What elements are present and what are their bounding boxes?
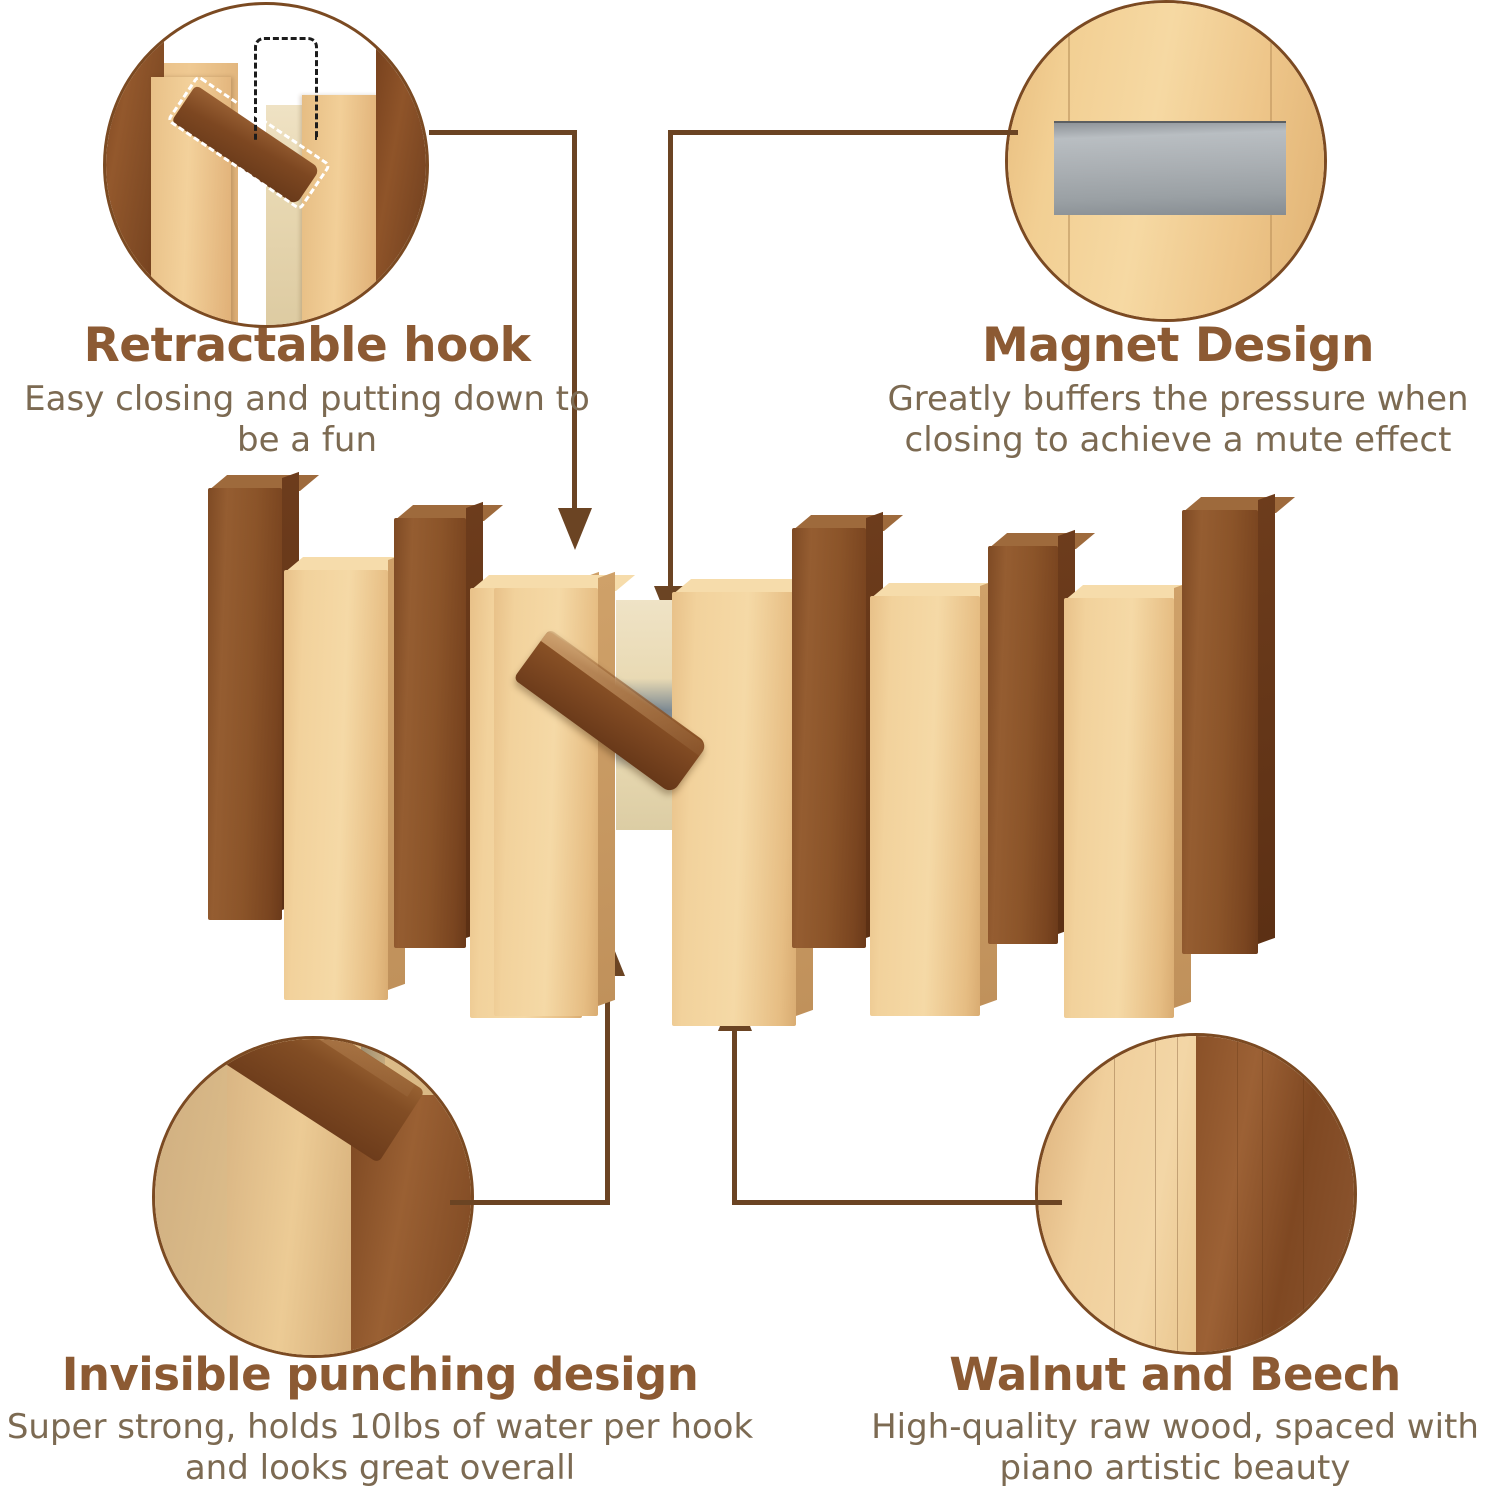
detail-circle-magnet-design bbox=[1005, 0, 1327, 322]
feature-title-magnet-design: Magnet Design bbox=[982, 318, 1374, 373]
beech-wood-half bbox=[1038, 1036, 1196, 1352]
walnut-slat-right bbox=[376, 45, 426, 325]
dashed-outline-stowed-position-icon bbox=[254, 37, 318, 140]
feature-text-retractable-hook: Retractable hook Easy closing and puttin… bbox=[0, 318, 614, 462]
feature-title-retractable-hook: Retractable hook bbox=[83, 318, 531, 373]
slat-beech-5 bbox=[870, 579, 1018, 1016]
slat-walnut-1 bbox=[208, 471, 320, 920]
connector-magnet-vertical bbox=[668, 130, 673, 590]
slat-walnut-4 bbox=[988, 529, 1096, 944]
connector-hook-vertical bbox=[572, 130, 577, 510]
connector-wood-horizontal bbox=[732, 1200, 1062, 1205]
feature-text-invisible-punching: Invisible punching design Super strong, … bbox=[0, 1348, 760, 1490]
feature-title-walnut-and-beech: Walnut and Beech bbox=[949, 1348, 1401, 1401]
wood-grain-texture bbox=[1038, 1036, 1354, 1352]
feature-description-retractable-hook: Easy closing and putting down to be a fu… bbox=[24, 379, 590, 461]
connector-hook-horizontal bbox=[429, 130, 577, 135]
connector-punching-horizontal bbox=[450, 1200, 610, 1205]
feature-description-invisible-punching: Super strong, holds 10lbs of water per h… bbox=[6, 1407, 754, 1489]
connector-magnet-horizontal bbox=[668, 130, 1018, 135]
slat-walnut-3 bbox=[792, 511, 904, 948]
product-coat-rack-image bbox=[198, 470, 1298, 1030]
slat-beech-1 bbox=[284, 553, 426, 1000]
slat-beech-4 bbox=[672, 575, 834, 1026]
feature-description-walnut-and-beech: High-quality raw wood, spaced with piano… bbox=[871, 1407, 1479, 1489]
detail-circle-invisible-punching bbox=[152, 1036, 474, 1358]
slat-beech-6 bbox=[1064, 581, 1212, 1018]
feature-text-walnut-and-beech: Walnut and Beech High-quality raw wood, … bbox=[856, 1348, 1494, 1490]
feature-title-invisible-punching: Invisible punching design bbox=[61, 1348, 699, 1401]
walnut-wood-half bbox=[1196, 1036, 1354, 1352]
slat-walnut-5 bbox=[1182, 493, 1296, 954]
connector-wood-vertical bbox=[732, 1030, 737, 1205]
feature-description-magnet-design: Greatly buffers the pressure when closin… bbox=[887, 379, 1469, 461]
feature-text-magnet-design: Magnet Design Greatly buffers the pressu… bbox=[862, 318, 1494, 462]
connector-punching-vertical bbox=[605, 975, 610, 1205]
detail-circle-walnut-and-beech bbox=[1035, 1033, 1357, 1355]
detail-circle-retractable-hook bbox=[103, 2, 429, 328]
connector-hook-arrow-icon bbox=[558, 508, 592, 550]
slat-walnut-2 bbox=[394, 501, 504, 948]
magnet-strip bbox=[1054, 121, 1286, 215]
